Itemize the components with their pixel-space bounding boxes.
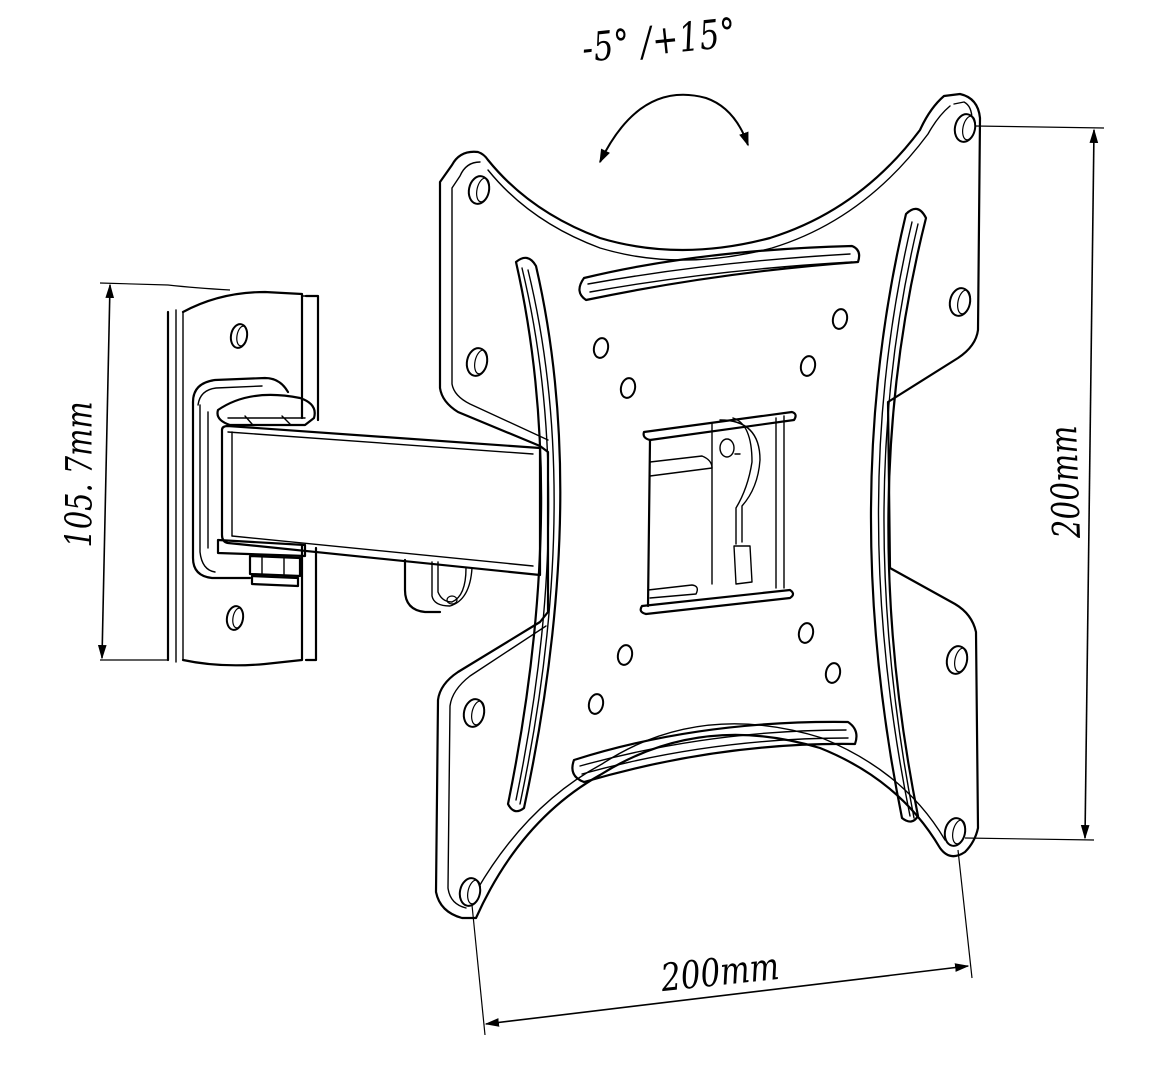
pivot-knuckle bbox=[191, 376, 316, 588]
dimension-vesa-horizontal bbox=[471, 849, 973, 1036]
wall-plate bbox=[99, 282, 320, 667]
vesa-holes bbox=[458, 113, 977, 907]
tilt-lock-hook bbox=[403, 558, 473, 614]
swing-arm bbox=[220, 424, 542, 577]
tilt-bracket bbox=[639, 410, 797, 616]
curved-slots bbox=[506, 207, 928, 823]
pivot-nut-bottom bbox=[216, 538, 307, 588]
dimension-vesa-vertical bbox=[964, 125, 1105, 841]
vesa-vertical-label: 200mm bbox=[1041, 424, 1089, 540]
tv-plate bbox=[434, 92, 982, 920]
tilt-arrow-icon bbox=[599, 93, 749, 164]
wall-plate-height-label: 105. 7mm bbox=[59, 401, 101, 548]
inner-holes bbox=[587, 308, 849, 715]
pivot-bolt-top bbox=[216, 393, 316, 427]
dimension-wall-plate-height bbox=[97, 283, 115, 660]
